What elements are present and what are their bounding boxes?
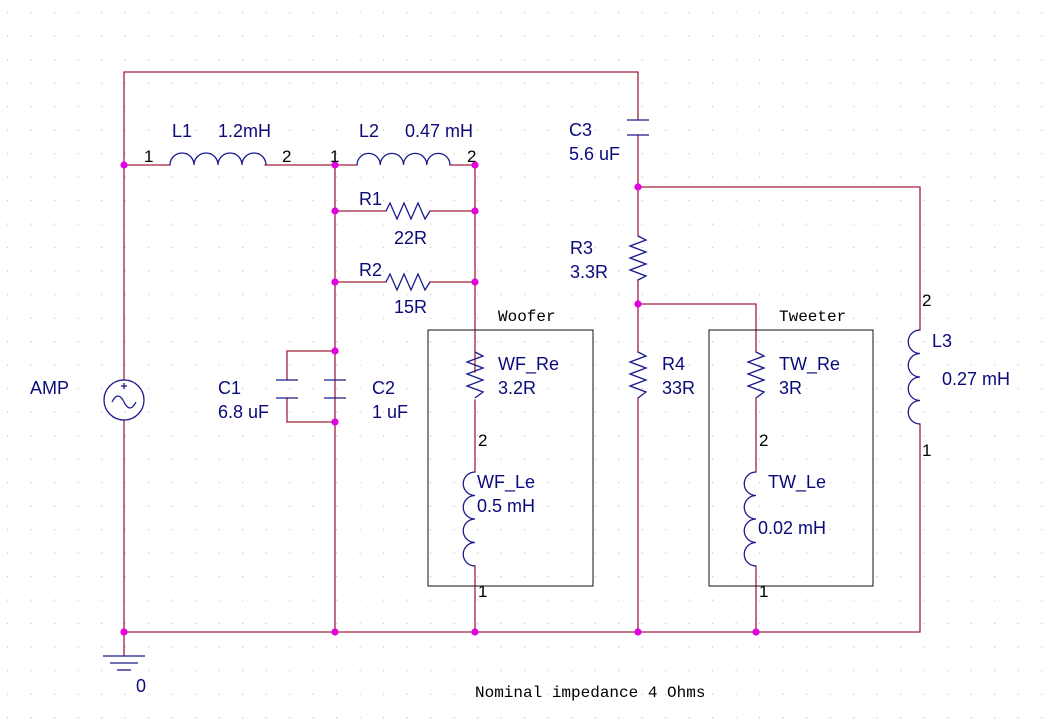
r1-value-label: 22R <box>394 228 427 248</box>
tweeter-box-label: Tweeter <box>779 308 846 326</box>
c1-ref-label: C1 <box>218 378 241 398</box>
wire-tweeter-top <box>637 303 757 353</box>
r1-ref-label: R1 <box>359 189 382 209</box>
woofer-box-label: Woofer <box>498 308 556 326</box>
l3-ref-label: L3 <box>932 331 952 351</box>
wire-c1-bottom <box>286 397 336 423</box>
junction-node <box>471 207 479 215</box>
wf-re-ref-label: WF_Re <box>498 354 559 375</box>
junction-node <box>331 347 339 355</box>
c1-capacitor-symbol <box>276 379 298 399</box>
r4-resistor-symbol <box>628 351 648 399</box>
tw-le-value-label: 0.02 mH <box>758 518 826 538</box>
wf-le-value-label: 0.5 mH <box>477 496 535 516</box>
junction-node <box>331 161 339 169</box>
wires <box>123 71 921 657</box>
wf-re-resistor-symbol <box>465 351 485 399</box>
l2-pin1-label: 1 <box>330 147 339 166</box>
junction-node <box>471 628 479 636</box>
grid-dots <box>7 12 1043 719</box>
wf-le-pin1-label: 1 <box>478 582 487 601</box>
r4-value-label: 33R <box>662 378 695 398</box>
junction-node <box>634 183 642 191</box>
wire-l3-bottom <box>123 423 921 633</box>
junction-node <box>634 300 642 308</box>
l1-inductor-symbol <box>169 152 267 166</box>
wire-c1-top <box>286 350 336 381</box>
l3-pin1-label: 1 <box>922 441 931 460</box>
junction-nodes <box>120 161 760 636</box>
tw-le-pin2-label: 2 <box>759 431 768 450</box>
junction-node <box>331 418 339 426</box>
tw-le-pin1-label: 1 <box>759 582 768 601</box>
junction-node <box>331 207 339 215</box>
junction-node <box>331 278 339 286</box>
l2-ref-label: L2 <box>359 121 379 141</box>
tw-re-ref-label: TW_Re <box>779 354 840 375</box>
l1-pin1-label: 1 <box>144 147 153 166</box>
c2-capacitor-symbol <box>324 379 346 399</box>
r2-ref-label: R2 <box>359 260 382 280</box>
ground-label: 0 <box>136 676 146 696</box>
junction-node <box>120 628 128 636</box>
l2-pin2-label: 2 <box>467 147 476 166</box>
r4-ref-label: R4 <box>662 354 685 374</box>
wf-le-pin2-label: 2 <box>478 431 487 450</box>
c2-value-label: 1 uF <box>372 402 408 422</box>
wf-re-value-label: 3.2R <box>498 378 536 398</box>
l3-pin2-label: 2 <box>922 291 931 310</box>
c3-capacitor-symbol <box>627 119 649 136</box>
junction-node <box>752 628 760 636</box>
l1-ref-label: L1 <box>172 121 192 141</box>
ac-source-icon <box>103 379 145 421</box>
l1-pin2-label: 2 <box>282 147 291 166</box>
woofer-box <box>427 329 594 587</box>
footer-note: Nominal impedance 4 Ohms <box>475 684 705 702</box>
wf-le-inductor-symbol <box>462 471 476 567</box>
junction-node <box>471 161 479 169</box>
l3-value-label: 0.27 mH <box>942 369 1010 389</box>
r2-value-label: 15R <box>394 297 427 317</box>
wire-top-bus <box>123 71 639 166</box>
tw-re-value-label: 3R <box>779 378 802 398</box>
c3-ref-label: C3 <box>569 120 592 140</box>
r3-value-label: 3.3R <box>570 262 608 282</box>
junction-node <box>120 161 128 169</box>
l2-inductor-symbol <box>356 152 451 166</box>
r1-resistor-symbol <box>385 201 431 221</box>
tw-le-inductor-symbol <box>743 471 757 567</box>
ground-icon <box>103 655 145 671</box>
junction-node <box>634 628 642 636</box>
junction-node <box>331 628 339 636</box>
wire-l3-top <box>637 186 921 331</box>
r3-ref-label: R3 <box>570 238 593 258</box>
junction-node <box>471 278 479 286</box>
tw-le-ref-label: TW_Le <box>768 472 826 493</box>
tw-re-resistor-symbol <box>746 351 766 399</box>
c3-value-label: 5.6 uF <box>569 144 620 164</box>
amp-label: AMP <box>30 378 69 398</box>
tweeter-box <box>708 329 874 587</box>
c1-value-label: 6.8 uF <box>218 402 269 422</box>
r2-resistor-symbol <box>385 272 431 292</box>
l1-value-label: 1.2mH <box>218 121 271 141</box>
wf-le-ref-label: WF_Le <box>477 472 535 493</box>
r3-resistor-symbol <box>628 235 648 281</box>
c2-ref-label: C2 <box>372 378 395 398</box>
l3-inductor-symbol <box>907 329 921 425</box>
l2-value-label: 0.47 mH <box>405 121 473 141</box>
